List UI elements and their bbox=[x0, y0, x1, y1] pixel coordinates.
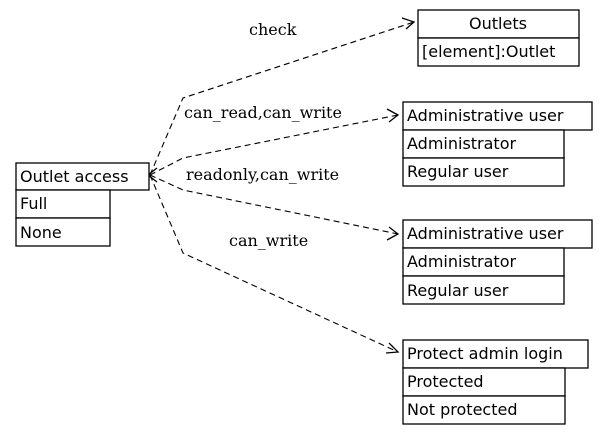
node-title-box bbox=[402, 219, 593, 249]
edges bbox=[149, 21, 415, 353]
node-protect-admin-login: Protect admin login Protected Not protec… bbox=[402, 339, 589, 425]
node-option: Full bbox=[20, 194, 47, 213]
edge-to-protect-admin-login bbox=[149, 174, 399, 353]
node-title: Administrative user bbox=[407, 106, 564, 125]
node-option: Administrator bbox=[407, 134, 516, 153]
node-title-box bbox=[417, 9, 580, 39]
node-title: Administrative user bbox=[407, 224, 564, 243]
node-option: Regular user bbox=[407, 162, 509, 181]
edge-label-can-read-can-write: can_read,can_write bbox=[184, 103, 342, 122]
node-option: Regular user bbox=[407, 281, 509, 300]
arrowhead-protect-admin-login bbox=[385, 342, 400, 354]
node-option-box bbox=[15, 189, 111, 219]
node-option: [element]:Outlet bbox=[422, 42, 555, 61]
edge-label-check: check bbox=[249, 20, 297, 39]
node-option: Not protected bbox=[407, 400, 517, 419]
node-option-box bbox=[402, 157, 565, 187]
node-option-box bbox=[402, 275, 565, 305]
node-option-box bbox=[402, 395, 566, 425]
node-title: Protect admin login bbox=[407, 344, 563, 363]
arrowheads bbox=[146, 17, 416, 354]
node-administrative-user-1: Administrative user Administrator Regula… bbox=[402, 101, 593, 187]
edge-label-readonly-can-write: readonly,can_write bbox=[186, 165, 339, 184]
node-option-box bbox=[417, 37, 580, 67]
arrowhead-administrative-user-1 bbox=[386, 108, 400, 123]
node-option: None bbox=[20, 223, 62, 242]
edge-to-administrative-user-2 bbox=[149, 174, 399, 235]
node-title: Outlets bbox=[469, 14, 527, 33]
arrowhead-outlets bbox=[401, 17, 416, 30]
node-title-box bbox=[15, 162, 150, 191]
edge-label-can-write: can_write bbox=[229, 231, 308, 250]
node-option-box bbox=[15, 217, 111, 247]
node-administrative-user-2: Administrative user Administrator Regula… bbox=[402, 219, 593, 305]
arrowhead-administrative-user-2 bbox=[386, 226, 400, 241]
edge-to-administrative-user-1 bbox=[149, 114, 399, 176]
node-option: Protected bbox=[407, 372, 484, 391]
edge-to-outlets bbox=[149, 21, 415, 176]
node-outlet-access: Outlet access Full None bbox=[15, 162, 150, 247]
edge-labels: check can_read,can_write readonly,can_wr… bbox=[184, 20, 342, 250]
node-option: Administrator bbox=[407, 252, 516, 271]
node-title-box bbox=[402, 101, 593, 131]
node-title-box bbox=[402, 339, 589, 369]
node-outlets: Outlets [element]:Outlet bbox=[417, 9, 580, 67]
node-title: Outlet access bbox=[20, 167, 129, 186]
